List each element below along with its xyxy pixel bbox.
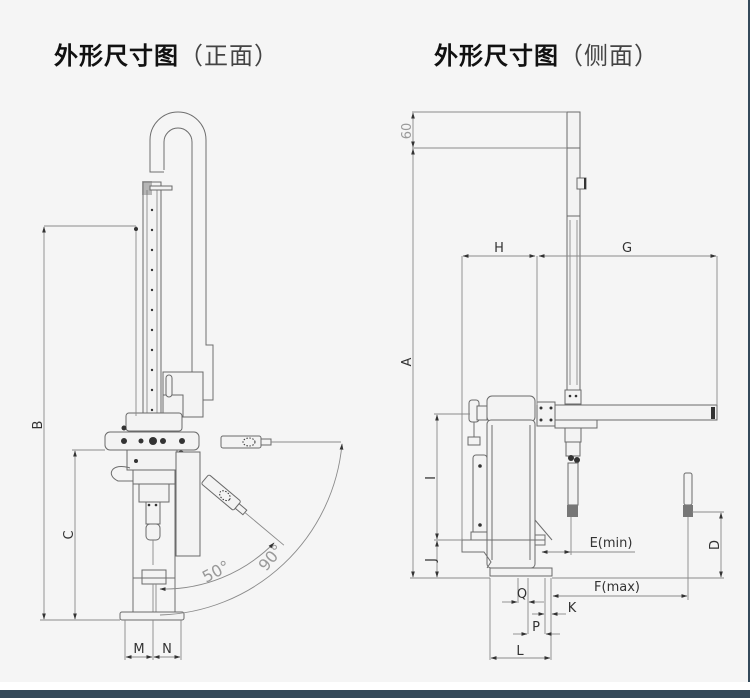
dim-E-label: E(min) (590, 536, 633, 551)
side-gripper (564, 427, 582, 517)
dim-D-label: D (708, 540, 723, 550)
side-base-plate (461, 538, 492, 569)
dim-B: B (31, 225, 138, 621)
angle-50-label: 50° (199, 556, 233, 586)
dim-D: D (552, 511, 724, 579)
column-hole-dot (150, 328, 154, 332)
dim-B-label: B (31, 421, 46, 430)
front-crossbar (104, 412, 200, 471)
front-hose-loop (149, 111, 214, 401)
dim-I-label: I (424, 476, 439, 480)
dim-M-label: M (133, 642, 144, 657)
dim-P-label: P (532, 620, 540, 635)
front-column (142, 181, 173, 419)
front-arm-50deg (201, 474, 285, 546)
dim-C: C (62, 449, 105, 620)
side-view-title: 外形尺寸图（侧面） (434, 36, 659, 71)
column-hole-dot (150, 288, 154, 292)
dim-N-label: N (162, 642, 172, 657)
column-hole-dot (150, 388, 154, 392)
front-lower-body (119, 451, 201, 621)
side-view-drawing: 60 A H G (400, 111, 724, 660)
column-hole-dot (150, 228, 154, 232)
side-horizontal-arm (536, 401, 718, 429)
dim-H-label: H (494, 241, 504, 256)
front-hook (110, 466, 135, 482)
dim-A: A (400, 148, 490, 579)
dim-L-label: L (516, 644, 524, 659)
dim-QKPL: Q K P L (489, 578, 577, 660)
dim-60-label: 60 (400, 123, 415, 140)
column-hole-dot (150, 308, 154, 312)
front-view-title: 外形尺寸图（正面） (54, 36, 279, 71)
dim-MN: M N (124, 620, 182, 660)
footer-bar (0, 690, 750, 698)
side-title-main: 外形尺寸图 (434, 42, 559, 70)
dim-60: 60 (400, 111, 567, 149)
front-arm-90deg (220, 435, 341, 449)
front-knob (165, 374, 173, 398)
side-cylinder (467, 399, 488, 541)
dim-F-label: F(max) (594, 580, 640, 595)
front-arc-90 (159, 443, 344, 616)
right-border (748, 0, 750, 698)
dim-HG: H G (461, 241, 718, 540)
side-vertical-arm (564, 111, 587, 405)
column-hole-dot (150, 368, 154, 372)
angle-90-label: 90° (255, 541, 288, 575)
side-gripper-far (683, 472, 693, 517)
dim-Q-label: Q (517, 587, 527, 602)
dim-A-label: A (400, 357, 415, 366)
dim-E: E(min) (541, 517, 635, 555)
dim-J-label: J (424, 558, 439, 563)
front-view-drawing: 50° 90° B C (31, 111, 344, 660)
dim-G-label: G (622, 241, 632, 256)
dim-K-label: K (568, 601, 577, 616)
column-hole-dot (150, 268, 154, 272)
dim-F: F(max) (552, 517, 689, 600)
dim-C-label: C (62, 530, 77, 539)
front-title-main: 外形尺寸图 (54, 42, 179, 70)
column-hole-dot (150, 408, 154, 412)
column-hole-dot (150, 248, 154, 252)
side-title-sub: （侧面） (559, 42, 659, 70)
dim-IJ: I J (424, 413, 470, 578)
front-arc-50 (159, 542, 275, 592)
bottom-strip (0, 682, 750, 690)
column-hole-dot (150, 348, 154, 352)
column-hole-dot (150, 208, 154, 212)
front-title-sub: （正面） (179, 42, 279, 70)
